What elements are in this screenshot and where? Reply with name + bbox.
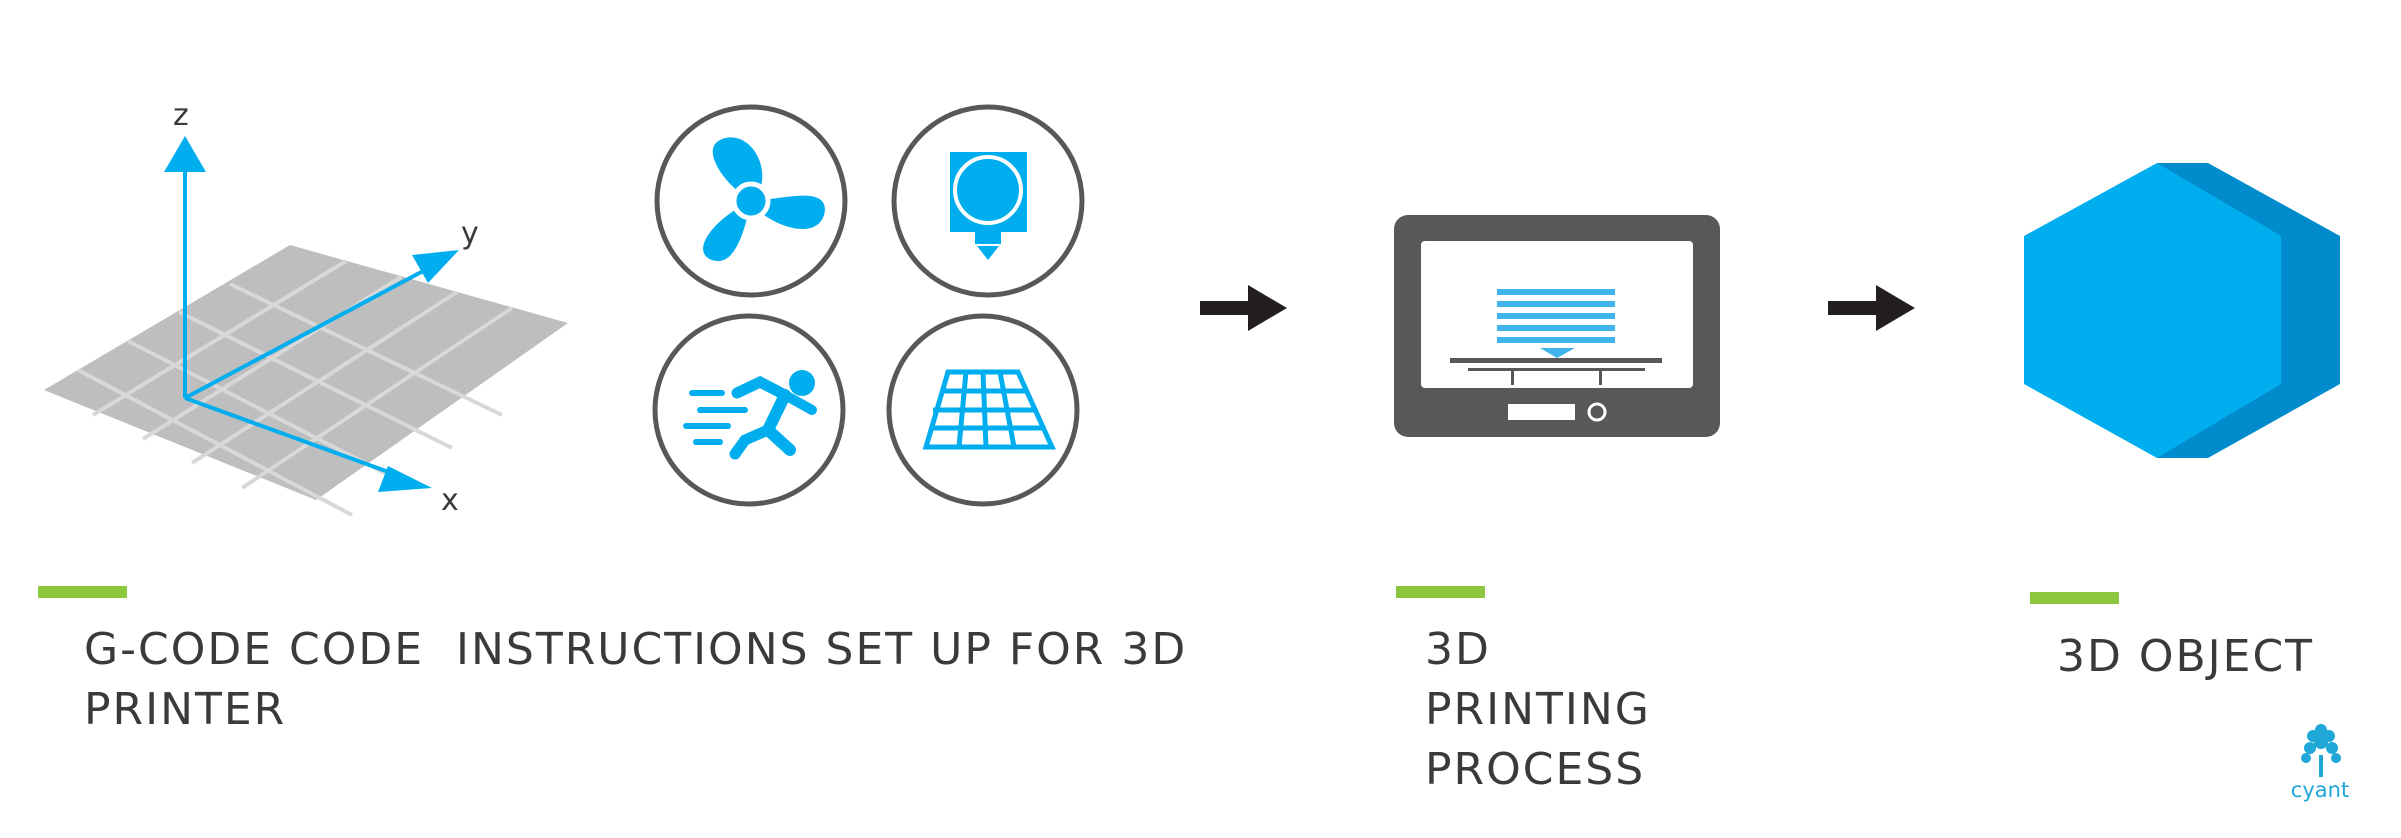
gcode-caption: G-CODE CODE INSTRUCTIONS SET UP FOR 3D P… (84, 624, 1188, 735)
3d-object-hexagon (2024, 163, 2340, 458)
y-axis-label: y (461, 216, 479, 251)
arrow-to-object (1828, 285, 1915, 331)
printer-icon (1394, 215, 1720, 437)
gcode-accent-bar (38, 586, 127, 598)
arrow-to-printer (1200, 285, 1287, 331)
z-axis-label: z (173, 98, 189, 133)
object-caption: 3D OBJECT (2057, 631, 2315, 682)
coordinate-axes (164, 136, 459, 492)
fan-icon (654, 104, 848, 298)
printing-accent-bar (1396, 586, 1485, 598)
cyant-logo-icon (2301, 724, 2341, 777)
cyant-logo-text: cyant (2290, 778, 2350, 802)
bed-grid-icon (886, 313, 1080, 507)
build-plate-grid (44, 245, 568, 517)
object-accent-bar (2030, 592, 2119, 604)
extruder-icon (891, 104, 1085, 298)
speed-runner-icon (652, 313, 846, 507)
x-axis-label: x (441, 483, 459, 518)
printing-caption: 3D PRINTING PROCESS (1425, 624, 1651, 795)
